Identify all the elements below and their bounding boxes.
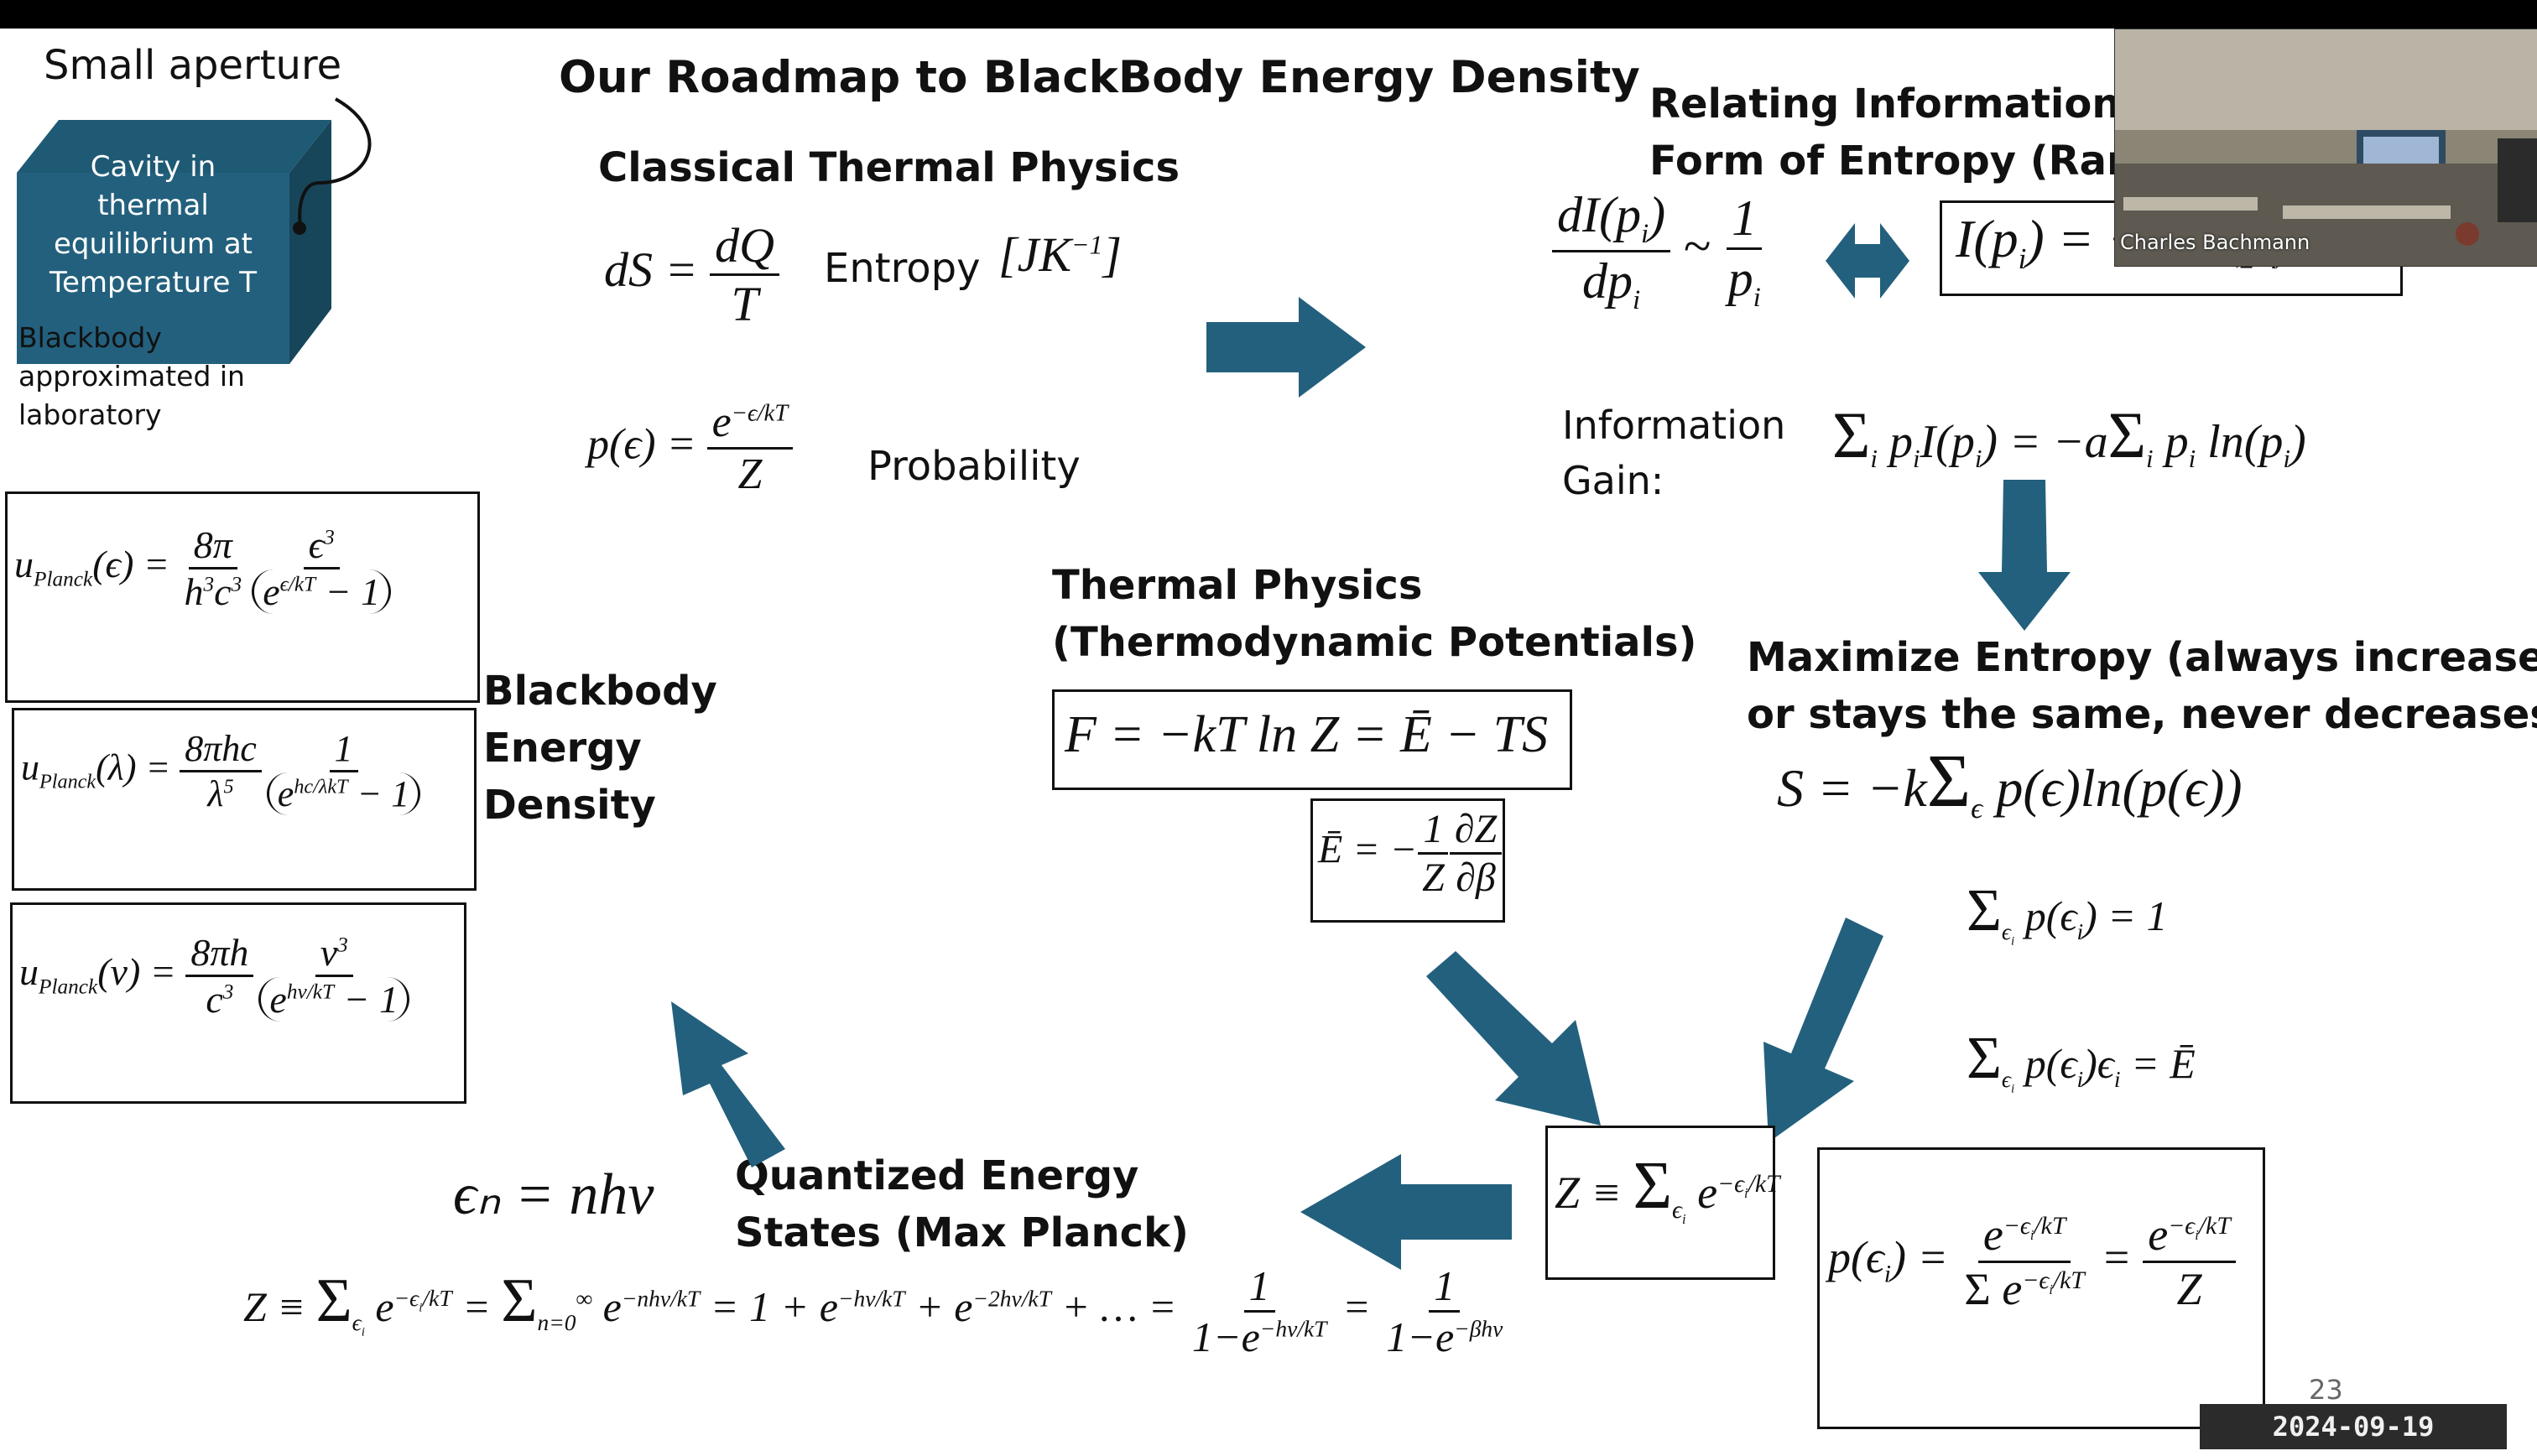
aperture-label: Small aperture bbox=[44, 42, 342, 89]
maximize-heading-line: Maximize Entropy (always increases bbox=[1747, 634, 2537, 681]
double-arrow-icon bbox=[1826, 223, 1909, 299]
cavity-cube-figure bbox=[17, 97, 372, 364]
page-number: 23 bbox=[2309, 1374, 2343, 1406]
energy-levels-equation: ϵₙ = nhν bbox=[453, 1162, 654, 1227]
blackbody-label-line: Density bbox=[483, 782, 656, 829]
partition-function-box: Z ≡ Σϵi e−ϵi/kT bbox=[1545, 1126, 1780, 1280]
cavity-caption: Blackbody approximated in laboratory bbox=[18, 319, 245, 434]
mean-energy-constraint: Σϵi p(ϵi)ϵi = Ē bbox=[1967, 1024, 2196, 1096]
planck-partition-series: Z ≡ Σϵi e−ϵi/kT = Σn=0∞ e−nhν/kT = 1 + e… bbox=[243, 1262, 1503, 1360]
classical-heading: Classical Thermal Physics bbox=[598, 144, 1180, 191]
arrow-right-icon bbox=[1206, 297, 1366, 398]
units-exponent: −1 bbox=[1071, 230, 1103, 260]
thermo-heading-line: (Thermodynamic Potentials) bbox=[1052, 619, 1697, 666]
blackbody-label: Blackbody Energy Density bbox=[483, 663, 717, 834]
free-energy-box: F = −kT ln Z = Ē − TS bbox=[1052, 689, 1572, 790]
gain-label-line: Gain: bbox=[1562, 458, 1664, 503]
blackbody-label-line: Energy bbox=[483, 725, 642, 772]
maximize-heading-line: or stays the same, never decreases) bbox=[1747, 691, 2537, 738]
units-text: JK bbox=[1017, 227, 1072, 282]
classroom-video-frame bbox=[2115, 29, 2537, 266]
maximize-heading: Maximize Entropy (always increases or st… bbox=[1747, 629, 2537, 743]
quantized-heading-line: Quantized Energy bbox=[735, 1152, 1139, 1199]
cavity-line: Temperature T bbox=[49, 266, 257, 299]
thermo-heading: Thermal Physics (Thermodynamic Potential… bbox=[1052, 557, 1697, 671]
arrow-up-left-icon bbox=[671, 1001, 785, 1167]
information-heading-line: Relating Information T bbox=[1649, 81, 2162, 127]
slide-title: Our Roadmap to BlackBody Energy Density bbox=[559, 52, 1640, 103]
information-gain-equation: Σi piI(pi) = −aΣi pi ln(pi) bbox=[1832, 398, 2306, 474]
information-heading: Relating Information T Form of Entropy (… bbox=[1649, 75, 2162, 190]
arrow-down-icon bbox=[1978, 480, 2071, 631]
entropy-maximize-equation: S = −kΣϵ p(ϵ)ln(p(ϵ)) bbox=[1777, 740, 2243, 824]
cavity-line: equilibrium at bbox=[53, 227, 253, 261]
free-energy-equation: F = −kT ln Z = Ē − TS bbox=[1065, 706, 1549, 763]
speaker-name: Charles Bachmann bbox=[2120, 231, 2310, 254]
normalization-constraint: Σϵi p(ϵi) = 1 bbox=[1967, 876, 2168, 949]
arrow-diagonal-right-icon bbox=[1426, 951, 1601, 1126]
information-gain-label: Information Gain: bbox=[1562, 398, 1785, 508]
arrow-left-icon bbox=[1300, 1154, 1512, 1270]
entropy-units: [JK−1] bbox=[998, 227, 1123, 282]
lecture-slide: Small aperture Cavity in thermal equilib… bbox=[0, 29, 2537, 1456]
speaker-video-thumbnail[interactable]: Charles Bachmann bbox=[2114, 29, 2537, 267]
blackbody-label-line: Blackbody bbox=[483, 668, 717, 715]
caption-line: approximated in bbox=[18, 360, 245, 393]
caption-line: laboratory bbox=[18, 398, 162, 431]
aperture-pointer-icon bbox=[298, 97, 372, 226]
cavity-line: Cavity in bbox=[90, 150, 216, 184]
arrow-diagonal-left-icon bbox=[1763, 918, 1883, 1142]
gain-label-line: Information bbox=[1562, 403, 1786, 448]
recording-timestamp: 2024-09-19 10:12:30 bbox=[2200, 1404, 2507, 1449]
caption-line: Blackbody bbox=[18, 321, 162, 354]
cavity-description: Cavity in thermal equilibrium at Tempera… bbox=[17, 148, 289, 302]
entropy-label: Entropy bbox=[824, 245, 981, 292]
cavity-line: thermal bbox=[97, 189, 209, 222]
aperture-hole-icon bbox=[293, 221, 306, 235]
thermo-heading-line: Thermal Physics bbox=[1052, 562, 1423, 609]
quantized-heading: Quantized Energy States (Max Planck) bbox=[735, 1147, 1189, 1261]
quantized-heading-line: States (Max Planck) bbox=[735, 1209, 1189, 1256]
information-heading-line: Form of Entropy (Ranc bbox=[1649, 138, 2159, 185]
probability-label: Probability bbox=[867, 443, 1081, 490]
